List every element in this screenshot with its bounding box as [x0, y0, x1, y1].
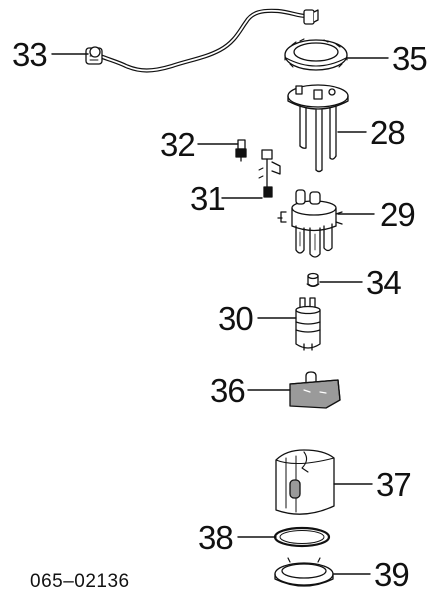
- callout-29: 29: [380, 196, 416, 233]
- callout-32: 32: [160, 126, 196, 163]
- callout-35: 35: [392, 40, 428, 77]
- part-38-o-ring: [273, 526, 331, 548]
- diagram-code: 065–02136: [30, 571, 130, 592]
- part-31-level-sender: [258, 149, 281, 198]
- part-34-cap: [306, 272, 320, 287]
- part-29-pump-bracket: [277, 189, 343, 258]
- callout-39: 39: [374, 556, 410, 593]
- part-36-strainer: [289, 371, 341, 409]
- part-33-wire-harness: [85, 8, 319, 73]
- callout-31: 31: [190, 180, 226, 217]
- part-37-pump-housing: [275, 449, 335, 515]
- callout-28: 28: [370, 114, 406, 151]
- leader-lines: [51, 53, 389, 575]
- callout-36: 36: [210, 372, 246, 409]
- callout-37: 37: [376, 466, 412, 503]
- part-39-retaining-ring: [274, 557, 334, 587]
- part-30-fuel-pump: [295, 297, 321, 351]
- part-35-lock-ring: [284, 38, 348, 71]
- callout-34: 34: [366, 264, 402, 301]
- callout-38: 38: [198, 519, 234, 556]
- part-32-connector: [235, 139, 247, 162]
- callout-33: 33: [12, 36, 48, 73]
- callout-30: 30: [218, 300, 254, 337]
- part-28-pump-flange: [287, 84, 349, 173]
